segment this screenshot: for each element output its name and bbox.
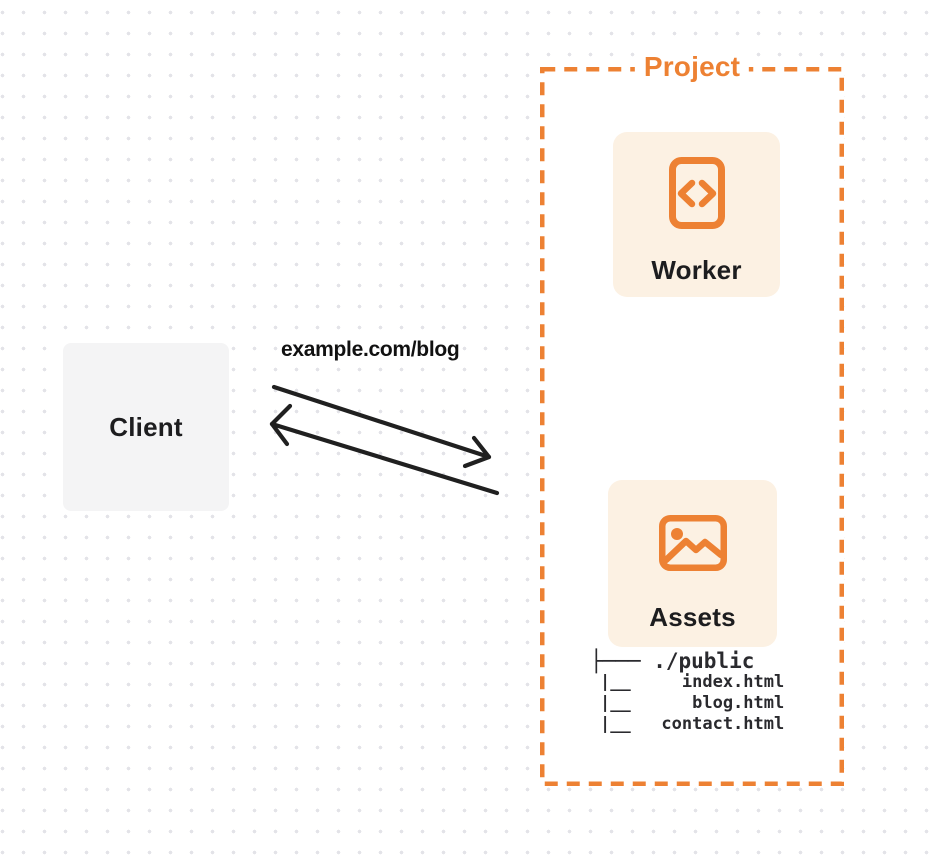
file-tree-item-contact: |__ contact.html [600, 714, 785, 734]
request-url-label: example.com/blog [281, 338, 460, 361]
assets-node: Assets [608, 480, 777, 647]
assets-label: Assets [649, 602, 736, 632]
file-tree-item-blog: |__ blog.html [600, 693, 785, 713]
response-arrow [269, 403, 500, 496]
worker-node: Worker [613, 132, 780, 297]
project-label: Project [634, 51, 750, 83]
code-file-icon [668, 157, 725, 229]
client-node: Client [63, 343, 229, 511]
file-tree-root: ├─── ./public [590, 649, 755, 673]
worker-label: Worker [651, 255, 742, 285]
project-boundary: Project Worker Assets ├─── ./public |__ … [540, 51, 844, 786]
request-arrow [271, 384, 492, 469]
image-icon [658, 515, 727, 571]
client-label: Client [109, 411, 183, 442]
file-tree-item-index: |__ index.html [600, 672, 785, 692]
